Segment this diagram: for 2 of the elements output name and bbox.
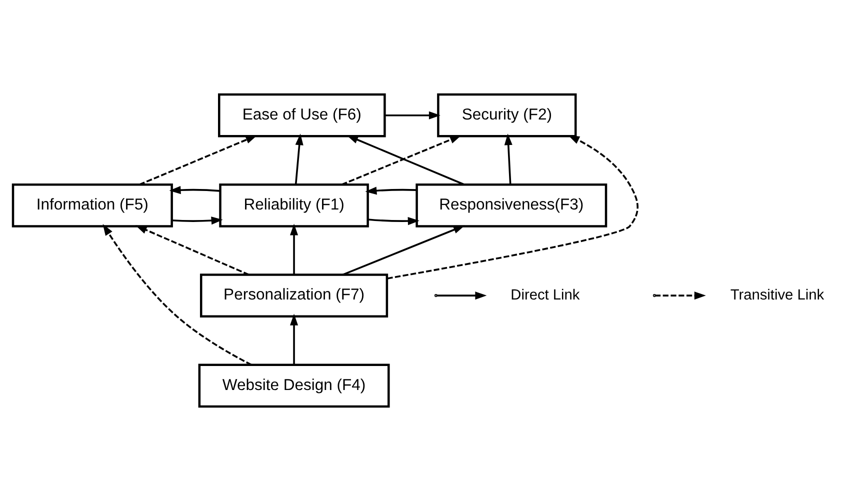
legend-label: Direct Link bbox=[510, 286, 580, 303]
legend-label: Transitive Link bbox=[730, 286, 824, 303]
